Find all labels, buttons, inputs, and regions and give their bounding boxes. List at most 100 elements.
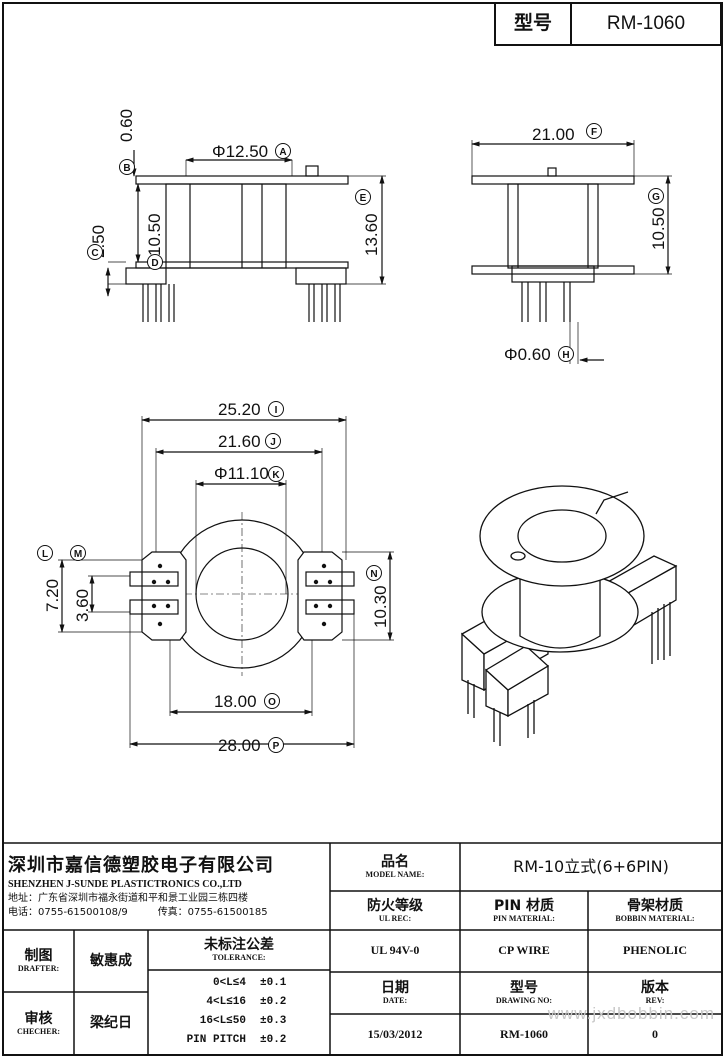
pin-label: PIN 材质 PIN MATERIAL: <box>461 892 587 929</box>
checker-cn: 审核 <box>24 1010 53 1027</box>
dim-10-30: 10.30 <box>371 585 390 628</box>
company-phone: 电话：0755-61500108/9 <box>8 906 128 918</box>
dim-13-60: 13.60 <box>362 213 381 256</box>
svg-text:M: M <box>74 549 82 560</box>
tag-M: M <box>70 545 86 561</box>
checker-en: CHECHER: <box>16 1026 61 1036</box>
tolerance-range: 16<L≤50 <box>199 1015 246 1027</box>
tag-E: E <box>355 189 371 205</box>
tag-P: P <box>268 737 284 753</box>
tag-C: C <box>87 244 103 260</box>
date-en: DATE: <box>382 996 408 1006</box>
company-name-en: SHENZHEN J-SUNDE PLASTICTRONICS CO.,LTD <box>8 878 242 890</box>
ul-en: UL REC: <box>378 913 412 923</box>
tolerance-range: PIN PITCH <box>186 1034 246 1046</box>
drawing-no-cn: 型号 <box>510 980 538 997</box>
tolerance-cn: 未标注公差 <box>204 937 274 954</box>
tolerance-value: ±0.1 <box>260 977 287 989</box>
svg-text:J: J <box>270 437 276 448</box>
checker-label: 审核 CHECHER: <box>4 993 73 1054</box>
drawing-no-label: 型号 DRAWING NO: <box>461 973 587 1013</box>
ul-value: UL 94V-0 <box>370 943 420 958</box>
rev-en: REV: <box>645 996 665 1006</box>
svg-text:A: A <box>279 147 286 158</box>
bobbin-value: PHENOLIC <box>622 943 687 958</box>
svg-text:I: I <box>275 405 278 416</box>
rev-value: 0 <box>652 1026 658 1041</box>
watermark: www.jxdbobbin.com <box>547 1004 715 1023</box>
tag-K: K <box>268 466 284 482</box>
tolerance-en: TOLERANCE: <box>212 953 266 963</box>
svg-text:O: O <box>268 697 276 708</box>
tolerance-row: 16<L≤50 ±0.3 <box>160 1012 320 1031</box>
tolerance-value: ±0.3 <box>260 1015 287 1027</box>
company-address: 地址：广东省深圳市福永街道和平和景工业园三栋四楼 <box>8 893 248 905</box>
date-cn: 日期 <box>381 980 409 997</box>
tag-G: G <box>648 188 664 204</box>
tolerance-value: ±0.2 <box>260 996 287 1008</box>
svg-text:K: K <box>272 470 280 481</box>
tag-F: F <box>586 123 602 139</box>
dim-0-60: 0.60 <box>117 109 136 142</box>
company-block: 深圳市嘉信德塑胶电子有限公司 SHENZHEN J-SUNDE PLASTICT… <box>8 846 328 928</box>
dim-3-60: 3.60 <box>73 589 92 622</box>
bobbin-label: 骨架材质 BOBBIN MATERIAL: <box>589 892 721 929</box>
dim-11-10: Φ11.10 <box>214 464 269 483</box>
tolerance-row: PIN PITCH ±0.2 <box>160 1031 320 1050</box>
dim-7-20: 7.20 <box>43 579 62 612</box>
date-value: 15/03/2012 <box>367 1026 423 1041</box>
top-view <box>58 416 394 748</box>
ul-label: 防火等级 UL REC: <box>331 892 459 929</box>
header-model-value: RM-1060 <box>606 13 686 35</box>
date-label: 日期 DATE: <box>331 973 459 1013</box>
model-name-text: RM-10立式(6+6PIN) <box>513 856 669 876</box>
tag-B: B <box>119 159 135 175</box>
tag-J: J <box>265 433 281 449</box>
drafter-en: DRAFTER: <box>17 964 60 974</box>
company-name-cn: 深圳市嘉信德塑胶电子有限公司 <box>8 854 274 876</box>
dim-10-50-side: 10.50 <box>649 207 668 250</box>
drafter-label: 制图 DRAFTER: <box>4 931 73 991</box>
company-fax: 传真：0755-61500185 <box>157 906 268 918</box>
isometric-view <box>460 485 678 746</box>
pin-value: CP WIRE <box>498 943 550 958</box>
pin-en: PIN MATERIAL: <box>493 913 555 923</box>
svg-text:B: B <box>123 163 130 174</box>
bobbin-cn: 骨架材质 <box>627 897 683 914</box>
dim-0-60-pin: Φ0.60 <box>504 345 551 364</box>
svg-text:P: P <box>273 741 280 752</box>
svg-text:G: G <box>652 192 660 203</box>
side-view <box>471 140 672 364</box>
tolerance-label: 未标注公差 TOLERANCE: <box>149 931 329 969</box>
bobbin-en: BOBBIN MATERIAL: <box>615 913 695 923</box>
dim-10-50-front: 10.50 <box>145 213 164 256</box>
drawing-no-en: DRAWING NO: <box>495 996 553 1006</box>
model-name-cn: 品名 <box>381 854 409 871</box>
svg-text:L: L <box>42 549 48 560</box>
tolerance-range: 4<L≤16 <box>206 996 246 1008</box>
tag-A: A <box>275 143 291 159</box>
tolerance-row: 0<L≤4 ±0.1 <box>160 974 320 993</box>
dim-25-20: 25.20 <box>218 400 261 419</box>
svg-text:C: C <box>91 248 98 259</box>
tolerance-range: 0<L≤4 <box>212 977 246 989</box>
title-block-grid <box>3 842 722 1055</box>
rev-cn: 版本 <box>641 980 669 997</box>
tag-N: N <box>366 565 382 581</box>
pin-cn: PIN 材质 <box>493 897 555 914</box>
drafter-name: 敏惠成 <box>90 952 132 969</box>
model-name-en: MODEL NAME: <box>365 870 425 880</box>
header-model-label: 型号 <box>496 4 572 44</box>
rev-label: 版本 REV: <box>589 973 721 1013</box>
model-name-value: RM-10立式(6+6PIN) <box>461 844 721 890</box>
model-name-label: 品名 MODEL NAME: <box>331 844 459 890</box>
dim-12-50: Φ12.50 <box>212 142 268 161</box>
tolerance-table: 0<L≤4 ±0.1 4<L≤16 ±0.2 16<L≤50 ±0.3 PIN … <box>160 974 320 1050</box>
dim-21-00: 21.00 <box>532 125 575 144</box>
svg-text:D: D <box>151 258 158 269</box>
dim-18-00: 18.00 <box>214 692 257 711</box>
drawing-no-value: RM-1060 <box>500 1026 548 1041</box>
tag-H: H <box>558 346 574 362</box>
tag-I: I <box>268 401 284 417</box>
